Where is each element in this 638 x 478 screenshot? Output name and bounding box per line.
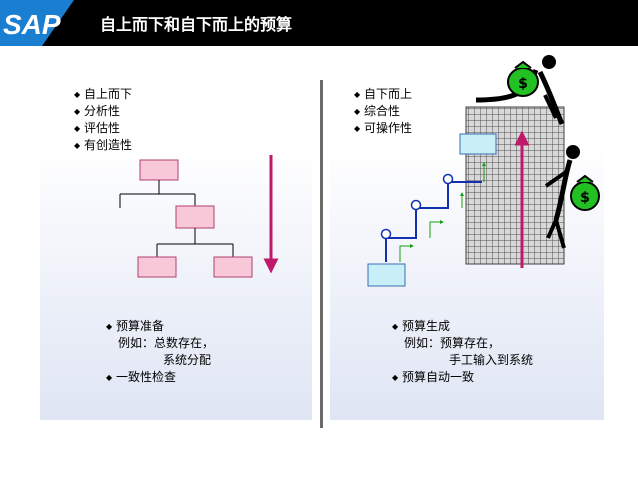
stair-node <box>410 199 422 211</box>
svg-text:$: $ <box>518 76 528 92</box>
list-item: ◆可操作性 <box>354 121 413 135</box>
diamond-bullet-icon: ◆ <box>392 322 399 331</box>
hierarchy-chart <box>119 159 253 278</box>
list-item: ◆预算准备 <box>106 319 165 333</box>
hierarchy-box-bottom-left <box>137 256 177 278</box>
stair-line <box>385 181 482 262</box>
diamond-bullet-icon: ◆ <box>106 322 113 331</box>
example-continuation: 系统分配 <box>163 353 212 367</box>
example-label: 例如：预算存在， <box>404 336 501 350</box>
left-notes: ◆预算准备 例如：总数存在， 系统分配 ◆一致性检查 <box>106 318 214 386</box>
list-item: ◆综合性 <box>354 104 401 118</box>
sap-logo-text: SAP <box>3 9 61 40</box>
stair-node <box>442 173 454 185</box>
diamond-bullet-icon: ◆ <box>392 373 399 382</box>
left-feature-list: ◆自上而下 ◆分析性 ◆评估性 ◆有创造性 <box>74 86 132 154</box>
hierarchy-box-middle <box>175 205 215 229</box>
diamond-bullet-icon: ◆ <box>354 90 361 99</box>
example-continuation: 手工输入到系统 <box>449 353 534 367</box>
list-item: ◆预算自动一致 <box>392 370 475 384</box>
diamond-bullet-icon: ◆ <box>74 124 81 133</box>
money-bag-icon: $ <box>570 174 600 211</box>
stair-node <box>380 228 392 240</box>
hierarchy-box-bottom-right <box>213 256 253 278</box>
diamond-bullet-icon: ◆ <box>74 107 81 116</box>
list-item: ◆自下而上 <box>354 87 413 101</box>
stair-top-box <box>459 133 497 155</box>
diamond-bullet-icon: ◆ <box>74 141 81 150</box>
hierarchy-connector-upper <box>119 180 196 208</box>
climber-top-icon: $ <box>475 55 565 125</box>
list-item: ◆预算生成 <box>392 319 451 333</box>
sap-logo: SAP <box>0 0 74 46</box>
hierarchy-connector-lower <box>156 228 234 257</box>
right-notes: ◆预算生成 例如：预算存在， 手工输入到系统 ◆预算自动一致 <box>392 318 533 386</box>
list-item: ◆有创造性 <box>74 138 133 152</box>
top-down-panel <box>40 74 312 420</box>
diamond-bullet-icon: ◆ <box>354 124 361 133</box>
diamond-bullet-icon: ◆ <box>74 90 81 99</box>
hierarchy-box-top <box>139 159 179 181</box>
list-item: ◆自上而下 <box>74 87 133 101</box>
list-item: ◆分析性 <box>74 104 121 118</box>
list-item: ◆评估性 <box>74 121 121 135</box>
slide-title: 自上而下和自下而上的预算 <box>100 15 293 34</box>
green-step-arrow <box>399 244 414 262</box>
panel-divider <box>320 80 323 428</box>
climber-bottom-icon: $ <box>544 145 600 249</box>
green-step-arrow <box>429 220 444 238</box>
header-bar: SAP 自上而下和自下而上的预算 <box>0 0 638 46</box>
stair-base-box <box>367 263 406 287</box>
example-label: 例如：总数存在， <box>118 336 215 350</box>
list-item: ◆一致性检查 <box>106 370 177 384</box>
diamond-bullet-icon: ◆ <box>354 107 361 116</box>
diamond-bullet-icon: ◆ <box>106 373 113 382</box>
staircase <box>367 133 497 287</box>
right-feature-list: ◆自下而上 ◆综合性 ◆可操作性 <box>354 86 412 137</box>
money-bag-icon: $ <box>507 60 539 97</box>
svg-text:$: $ <box>580 190 590 206</box>
